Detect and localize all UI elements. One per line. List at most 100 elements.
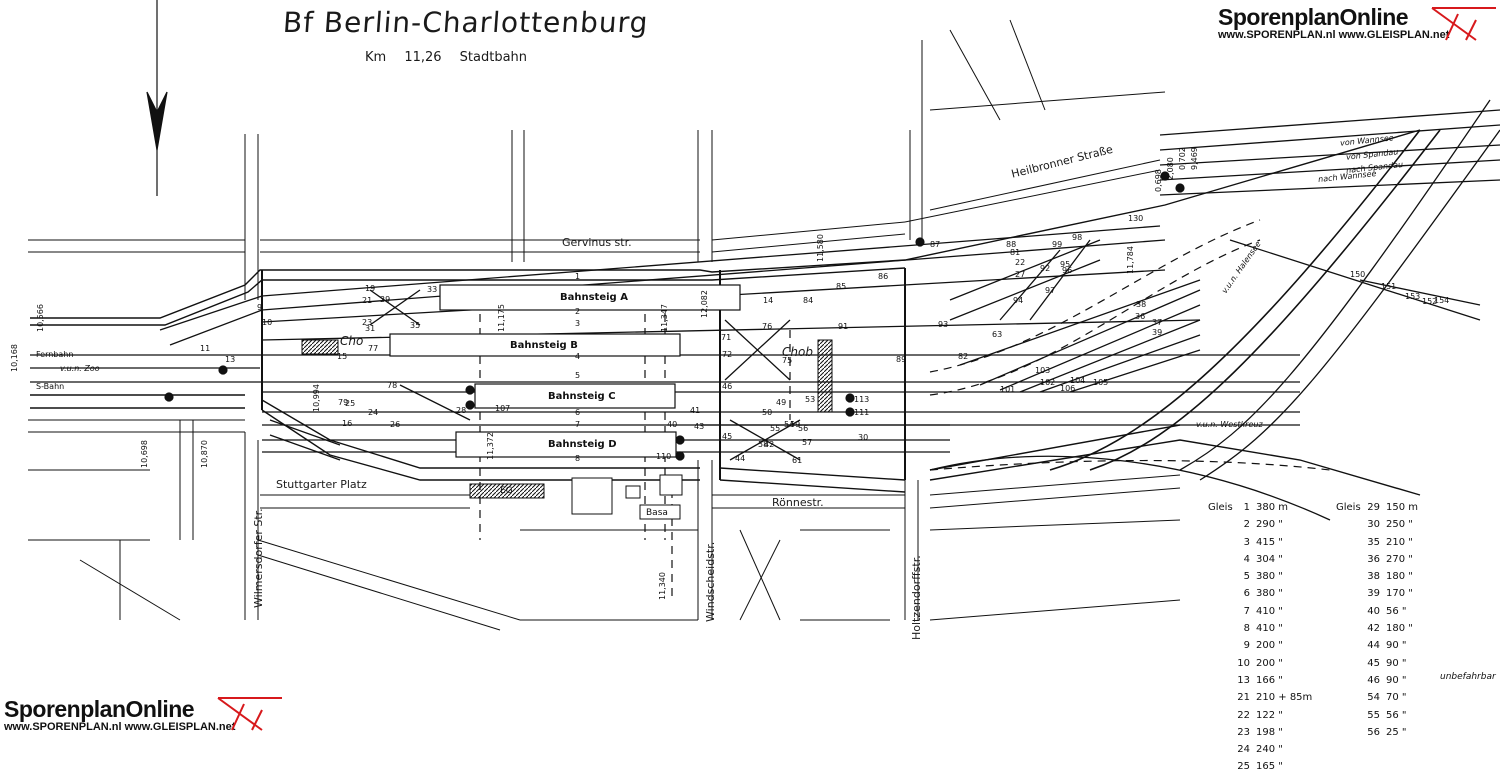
platform-d-label: Bahnsteig D [548, 439, 617, 450]
track-number-label: 92 [1040, 264, 1051, 273]
track-number-label: 53 [805, 395, 816, 404]
track-number-label: 6 [575, 408, 581, 417]
km-mark: 10,168 [10, 344, 19, 372]
track-number-label: 42 [764, 440, 775, 449]
track-number-label: 28 [456, 406, 467, 415]
legend-header: Gleis [1336, 502, 1361, 513]
track-number-label: 102 [1040, 378, 1056, 387]
legend-track-number: 9 [1243, 640, 1250, 652]
legend-track-length: 210 + 85m [1256, 692, 1313, 704]
legend-track-length: 250 " [1386, 519, 1413, 531]
legend-track-length: 304 " [1256, 553, 1283, 565]
legend-track-length: 180 " [1386, 623, 1413, 635]
brand-mark-icon [217, 7, 1496, 731]
legend-track-number: 40 [1367, 605, 1380, 617]
track-number-label: 86 [878, 272, 889, 281]
track-number-label: 130 [1128, 214, 1144, 223]
track-number-label: 16 [342, 419, 353, 428]
legend-track-length: 380 " [1256, 571, 1283, 583]
signalbox-cho: Cho [340, 334, 364, 348]
track-number-label: 153 [1405, 292, 1421, 301]
label-s-bahn: S-Bahn [36, 382, 65, 391]
legend-track-length: 25 " [1386, 726, 1407, 738]
track-number-label: 23 [362, 318, 373, 327]
track-number-label: 2 [575, 307, 581, 316]
legend-track-number: 39 [1367, 588, 1380, 600]
platform-a-label: Bahnsteig A [560, 292, 628, 303]
track-number-label: 78 [387, 381, 398, 390]
legend-track-length: 198 " [1256, 726, 1283, 738]
legend-track-number: 38 [1367, 571, 1380, 583]
legend-row: 1 380 m [1214, 502, 1312, 519]
legend-track-number: 1 [1243, 502, 1250, 513]
km-mark: 2,080 [1166, 157, 1175, 180]
legend-track-number: 10 [1237, 657, 1250, 669]
legend-row: 35 210 " [1344, 537, 1418, 554]
track-number-label: 113 [854, 395, 870, 404]
track-number-label: 35 [410, 321, 421, 330]
track-number-label: 150 [1350, 270, 1366, 279]
track-number-label: 87 [930, 240, 941, 249]
km-mark: 11,784 [1126, 246, 1135, 274]
track-number-label: 39 [1152, 328, 1163, 337]
street-lines [28, 19, 1181, 631]
track-number-label: 13 [225, 355, 236, 364]
legend-track-length: 210 " [1386, 536, 1413, 548]
legend-track-length: 380 m [1256, 502, 1289, 513]
track-number-label: 38 [1136, 300, 1147, 309]
brand-urls: www.SPORENPLAN.nl www.GLEISPLAN.net [1218, 29, 1450, 41]
legend-track-length: 70 " [1386, 692, 1407, 704]
brand-logo-top[interactable]: SporenplanOnline www.SPORENPLAN.nl www.G… [1218, 4, 1449, 41]
building-basa: Basa [646, 508, 668, 518]
legend-note: unbefahrbar [1440, 672, 1496, 682]
building-eg: EG [500, 486, 513, 496]
track-number-label: 84 [803, 296, 814, 305]
legend-track-number: 46 [1367, 674, 1380, 686]
legend-track-number: 5 [1243, 571, 1250, 583]
track-number-label: 103 [1035, 366, 1051, 375]
track-number-label: 82 [958, 352, 969, 361]
km-mark: 10,870 [200, 440, 209, 468]
track-number-label: 5 [575, 371, 581, 380]
legend-track-number: 35 [1367, 536, 1380, 548]
track-number-label: 79 [338, 398, 349, 407]
legend-track-number: 29 [1367, 502, 1380, 513]
legend-track-length: 380 " [1256, 588, 1283, 600]
legend-track-number: 6 [1243, 588, 1250, 600]
legend-row: 6 380 " [1214, 588, 1312, 605]
track-number-label: 111 [854, 408, 870, 417]
track-number-label: 104 [1070, 376, 1086, 385]
legend-track-number: 22 [1237, 709, 1250, 721]
legend-track-length: 410 " [1256, 605, 1283, 617]
legend-track-number: 3 [1243, 536, 1250, 548]
label-fernbahn: Fernbahn [36, 350, 74, 359]
track-number-label: 81 [1010, 248, 1021, 257]
track-number-label: 59 [790, 420, 801, 429]
legend-track-number: 36 [1367, 553, 1380, 565]
km-mark: 0,698 [1154, 169, 1163, 192]
track-number-label: 72 [722, 350, 733, 359]
km-mark: 11,372 [486, 432, 495, 460]
direction-westkreuz: v.u.n. Westkreuz [1196, 420, 1263, 429]
track-number-label: 3 [575, 319, 581, 328]
track-number-label: 43 [694, 422, 705, 431]
track-number-label: 40 [667, 420, 678, 429]
track-number-label: 46 [722, 382, 733, 391]
track-number-label: 110 [656, 452, 672, 461]
legend-track-number: 44 [1367, 640, 1380, 652]
legend-track-number: 4 [1243, 553, 1250, 565]
legend-track-number: 56 [1367, 726, 1380, 738]
track-number-label: 26 [390, 420, 401, 429]
legend-track-length: 90 " [1386, 657, 1407, 669]
track-number-label: 31 [365, 324, 376, 333]
brand-logo-bottom[interactable]: SporenplanOnline www.SPORENPLAN.nl www.G… [4, 696, 235, 733]
